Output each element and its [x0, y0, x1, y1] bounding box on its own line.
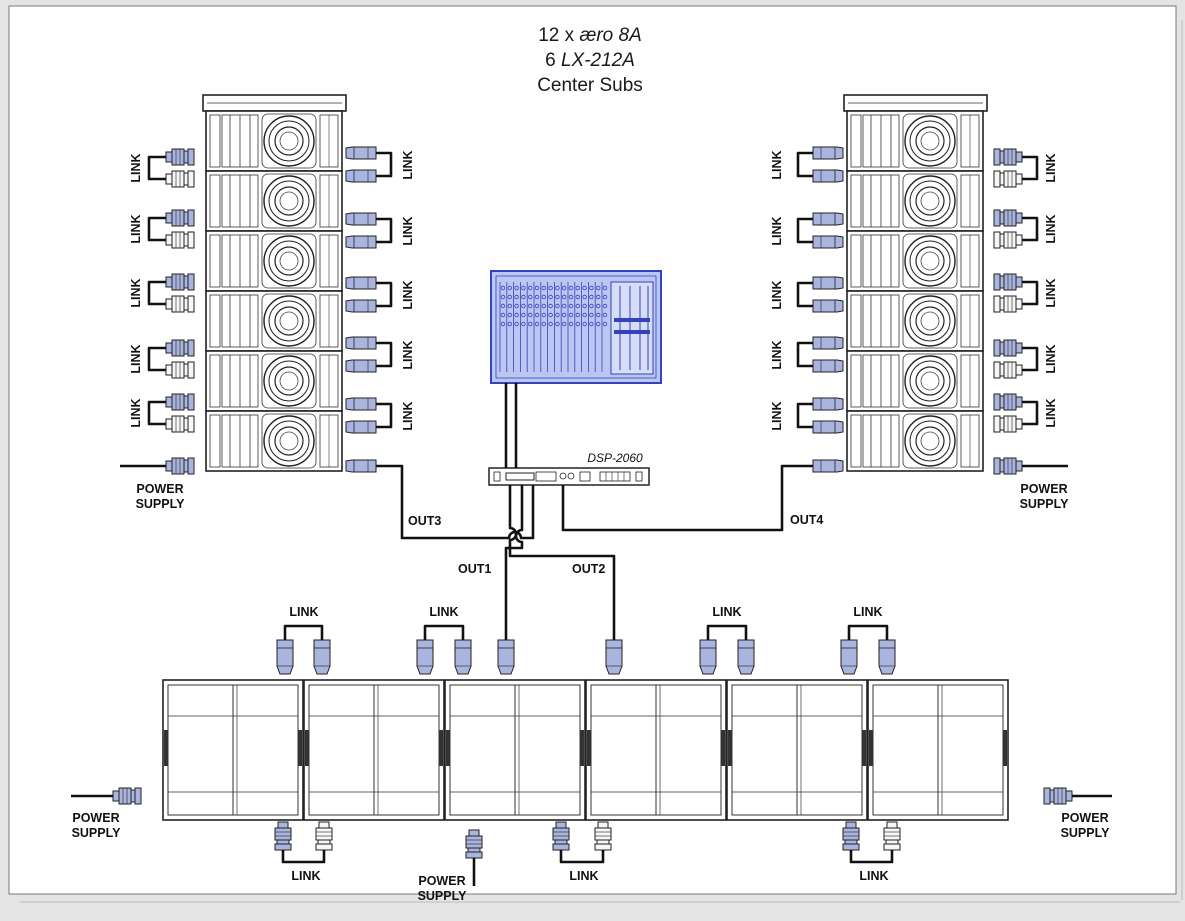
sub-power-links	[71, 787, 1112, 886]
svg-text:LINK: LINK	[129, 153, 143, 182]
svg-text:POWER: POWER	[418, 874, 465, 888]
svg-text:LINK: LINK	[129, 344, 143, 373]
svg-text:SUPPLY: SUPPLY	[72, 826, 122, 840]
svg-text:LINK: LINK	[129, 214, 143, 243]
svg-text:LINK: LINK	[1044, 278, 1058, 307]
svg-text:LINK: LINK	[770, 340, 784, 369]
out1-cable	[504, 485, 524, 640]
sub-signal-link-labels: LINK LINK LINK LINK	[289, 605, 882, 619]
out3-cable	[376, 464, 535, 540]
svg-text:LINK: LINK	[1044, 344, 1058, 373]
svg-text:LINK: LINK	[129, 278, 143, 307]
subwoofer-cabinet	[303, 679, 445, 821]
right-array-power-supply-label: POWER SUPPLY	[1020, 482, 1070, 511]
right-array-signal-links	[796, 146, 844, 473]
svg-text:LINK: LINK	[401, 150, 415, 179]
right-array-cabinet	[846, 170, 984, 232]
svg-text:LINK: LINK	[770, 401, 784, 430]
svg-text:OUT3: OUT3	[408, 514, 441, 528]
title-line-1: 12 x æro 8A	[538, 25, 642, 46]
svg-text:LINK: LINK	[1044, 214, 1058, 243]
svg-text:LINK: LINK	[291, 869, 320, 883]
right-array-power-link-labels: LINK LINK LINK LINK LINK	[1044, 153, 1058, 427]
out4-cable	[561, 464, 813, 532]
left-array-cabinet	[205, 110, 343, 172]
svg-text:LINK: LINK	[770, 216, 784, 245]
right-array-cabinet	[846, 410, 984, 472]
svg-text:LINK: LINK	[289, 605, 318, 619]
svg-text:LINK: LINK	[569, 869, 598, 883]
sub-input-out1	[497, 639, 515, 675]
subwoofer-cabinet	[162, 679, 304, 821]
left-array-cabinet	[205, 290, 343, 352]
svg-text:LINK: LINK	[770, 150, 784, 179]
svg-text:LINK: LINK	[401, 340, 415, 369]
svg-text:LINK: LINK	[770, 280, 784, 309]
subwoofer-cabinet	[867, 679, 1009, 821]
svg-text:POWER: POWER	[72, 811, 119, 825]
svg-text:POWER: POWER	[136, 482, 183, 496]
svg-text:LINK: LINK	[1044, 153, 1058, 182]
right-array-cabinet	[846, 350, 984, 412]
left-array-power-supply-label: POWER SUPPLY	[136, 482, 186, 511]
right-array-cabinet	[846, 290, 984, 352]
subwoofer-cabinet	[444, 679, 586, 821]
svg-text:OUT4: OUT4	[790, 513, 823, 527]
sub-signal-links	[276, 624, 896, 675]
svg-text:LINK: LINK	[1044, 398, 1058, 427]
right-array-signal-link-labels: LINK LINK LINK LINK LINK	[770, 150, 784, 430]
svg-text:SUPPLY: SUPPLY	[418, 889, 468, 903]
sub-power-link-labels: LINK LINK LINK	[291, 869, 888, 883]
svg-text:LINK: LINK	[859, 869, 888, 883]
left-array-signal-input	[345, 459, 377, 473]
svg-text:POWER: POWER	[1020, 482, 1067, 496]
sub-input-out2	[605, 639, 623, 675]
left-array-cabinet	[205, 410, 343, 472]
svg-text:LINK: LINK	[853, 605, 882, 619]
center-subwoofers	[162, 679, 1009, 821]
left-array-cabinet	[205, 350, 343, 412]
svg-text:SUPPLY: SUPPLY	[1020, 497, 1070, 511]
left-array-cabinet	[205, 230, 343, 292]
diagram-title: 12 x æro 8A 6 LX-212A Center Subs	[537, 25, 643, 96]
left-array-signal-links	[345, 146, 393, 473]
sub-power-supply-labels: POWER SUPPLY POWER SUPPLY POWER SUPPLY	[72, 811, 1111, 903]
svg-text:LINK: LINK	[712, 605, 741, 619]
svg-text:LINK: LINK	[401, 280, 415, 309]
svg-text:POWER: POWER	[1061, 811, 1108, 825]
right-line-array	[843, 94, 988, 472]
svg-text:OUT1: OUT1	[458, 562, 491, 576]
left-array-power-link-labels: LINK LINK LINK LINK LINK	[129, 153, 143, 427]
left-array-signal-link-labels: LINK LINK LINK LINK LINK	[401, 150, 415, 430]
dsp-processor-icon: DSP-2060	[488, 451, 650, 486]
svg-text:LINK: LINK	[129, 398, 143, 427]
left-line-array	[202, 94, 347, 472]
svg-text:SUPPLY: SUPPLY	[136, 497, 186, 511]
svg-text:OUT2: OUT2	[572, 562, 605, 576]
svg-text:SUPPLY: SUPPLY	[1061, 826, 1111, 840]
svg-text:LINK: LINK	[401, 216, 415, 245]
title-line-2: 6 LX-212A	[545, 50, 635, 71]
output-labels: OUT3 OUT4 OUT1 OUT2	[408, 513, 823, 576]
title-line-3: Center Subs	[537, 75, 643, 96]
right-array-power-links	[993, 148, 1068, 475]
left-array-power-links	[120, 148, 195, 475]
dsp-model-label: DSP-2060	[587, 451, 643, 465]
out2-cable	[508, 485, 616, 640]
right-array-cabinet	[846, 110, 984, 172]
mixing-console-icon	[490, 270, 662, 384]
subwoofer-cabinet	[726, 679, 868, 821]
svg-text:LINK: LINK	[401, 401, 415, 430]
right-array-cabinet	[846, 230, 984, 292]
left-array-cabinet	[205, 170, 343, 232]
subwoofer-cabinet	[585, 679, 727, 821]
svg-text:LINK: LINK	[429, 605, 458, 619]
